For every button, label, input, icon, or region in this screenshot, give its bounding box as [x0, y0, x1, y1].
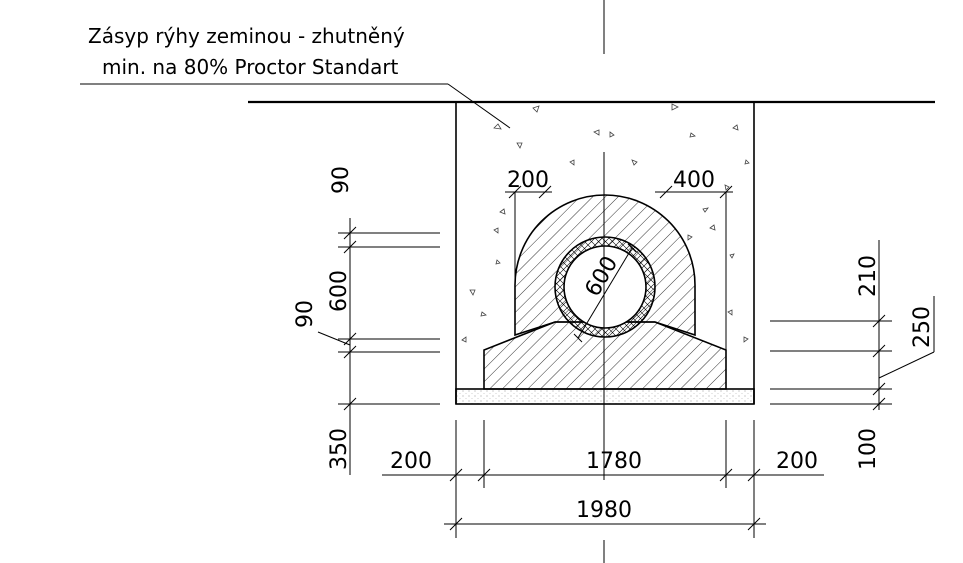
dim-left-350: 350: [327, 428, 352, 470]
dim-bottom-200-right: 200: [776, 449, 818, 474]
left-tick-5: [343, 397, 357, 411]
bedding-slab: [455, 388, 755, 405]
dim-bottom-200-left: 200: [390, 449, 432, 474]
dim-left-600: 600: [327, 270, 352, 312]
bottom-tick-3: [719, 468, 733, 482]
dim-left-90-top: 90: [329, 166, 354, 194]
overall-tick-1: [449, 517, 463, 531]
bottom-tick-1: [449, 468, 463, 482]
pipe-diameter-line: [577, 247, 633, 339]
dim-left-90: 90: [293, 300, 318, 328]
backfill-note-line2: min. na 80% Proctor Standart: [102, 55, 399, 79]
dim-right-210: 210: [856, 255, 881, 297]
dim-right-100: 100: [856, 428, 881, 470]
dim-right-250: 250: [910, 306, 935, 348]
bottom-tick-2: [477, 468, 491, 482]
left-tick-1: [343, 226, 357, 240]
note-leader: [447, 83, 511, 129]
right-250-leader: [878, 351, 935, 379]
bottom-tick-4: [747, 468, 761, 482]
dim-shoulder-200: 200: [507, 168, 549, 193]
left-90-leader: [317, 331, 351, 346]
dim-200-tick-a: [508, 185, 522, 199]
dim-200-tick-b: [538, 185, 552, 199]
backfill-aggregate-marks: [461, 103, 750, 343]
right-tick-4: [872, 397, 886, 411]
pipe-bore: [563, 245, 647, 329]
dim-400-tick-b: [719, 185, 733, 199]
right-tick-1: [872, 314, 886, 328]
left-tick-4: [343, 345, 357, 359]
pipe-diameter-tick-b: [627, 243, 637, 253]
dim-bottom-1780: 1780: [586, 449, 642, 474]
left-tick-2: [343, 240, 357, 254]
right-tick-2: [872, 344, 886, 358]
dim-bottom-1980: 1980: [576, 498, 632, 523]
pipe-diameter-tick-a: [573, 333, 583, 343]
right-tick-3: [872, 382, 886, 396]
backfill-note-line1: Zásyp rýhy zeminou - zhutněný: [88, 24, 405, 48]
dim-shoulder-400: 400: [673, 168, 715, 193]
dim-400-tick-a: [659, 185, 673, 199]
overall-tick-2: [747, 517, 761, 531]
